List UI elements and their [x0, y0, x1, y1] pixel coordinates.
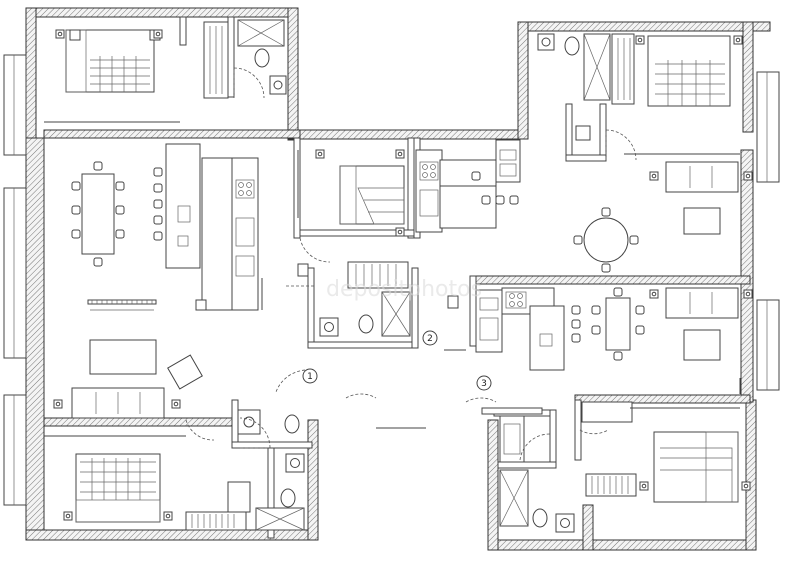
bathroom-top-left: [233, 19, 287, 99]
bathroom-bottom-right: [481, 407, 575, 533]
marker-1-label: 1: [307, 372, 313, 382]
corridor-doors: [275, 349, 497, 429]
marker-2-label: 2: [427, 334, 433, 344]
bedroom-top-left: [44, 21, 229, 123]
marker-3-label: 3: [481, 379, 487, 389]
kitchen-dining-right: [447, 287, 753, 394]
watermark-text: depositphotos: [326, 277, 482, 302]
kitchen-center: [415, 139, 521, 233]
marker-3: 3: [476, 375, 492, 391]
bedroom-bottom-right: [579, 401, 751, 503]
bedroom-bottom-left: [44, 435, 251, 531]
bathroom-bottom-left: [237, 409, 305, 531]
marker-1: 1: [302, 368, 318, 384]
living-left: [53, 339, 215, 441]
marker-2: 2: [422, 330, 438, 346]
bathroom-top-right: [537, 33, 637, 161]
living-right-upper: [573, 161, 753, 273]
exterior-walls: [25, 7, 771, 551]
bedroom-top-right: [611, 33, 743, 155]
tv-console-left: [87, 299, 157, 311]
windows: [3, 54, 780, 506]
kitchen-dining-left: [71, 143, 263, 311]
bathroom-center: [286, 263, 411, 337]
bedroom-center: [297, 149, 409, 289]
